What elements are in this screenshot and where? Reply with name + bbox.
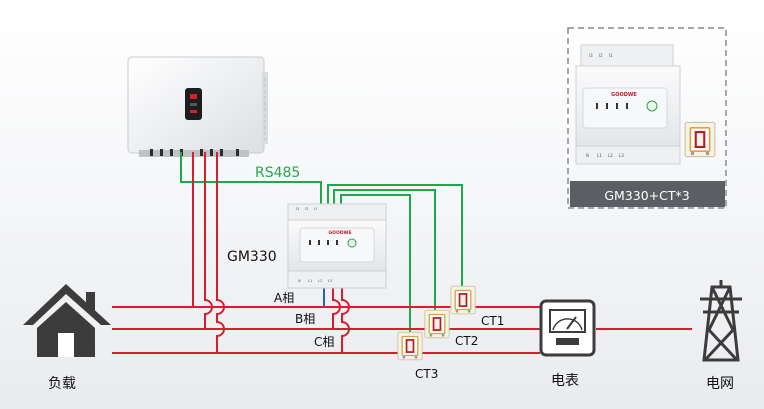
- load-label: 负载: [48, 376, 76, 392]
- inverter: [127, 56, 268, 157]
- kit-terminal-n: N: [586, 153, 589, 158]
- rs485-label: RS485: [255, 165, 300, 181]
- kit-illustration: GOODWE I3 I2 I1 N L1 L2 L3: [567, 27, 727, 209]
- grid-label: 电网: [706, 376, 734, 392]
- meter-box-label: 电表: [551, 373, 579, 389]
- ct1-label: CT1: [481, 314, 504, 328]
- phase-a-label: A相: [274, 291, 294, 305]
- meter-terminal-i1: I1: [314, 207, 317, 211]
- kit-dashed-frame: [567, 27, 727, 209]
- phase-c-label: C相: [314, 335, 334, 349]
- meter-terminal-l2: L2: [318, 279, 322, 283]
- phase-lines: [112, 152, 692, 354]
- kit-terminal-l2: L2: [608, 153, 613, 158]
- kit-terminal-i3: I3: [589, 53, 593, 58]
- meter-brand: GOODWE: [328, 230, 351, 236]
- kit-ct-clamp: [684, 121, 716, 158]
- kit-terminal-i2: I2: [599, 53, 603, 58]
- kit-meter-brand: GOODWE: [611, 92, 637, 98]
- kit-terminal-i1: I1: [609, 53, 613, 58]
- power-pylon-icon: [700, 280, 742, 362]
- rs485-bus: [180, 152, 463, 336]
- meter-terminal-l3: L3: [328, 279, 332, 283]
- ct2-clamp: [424, 309, 450, 339]
- ct3-clamp: [397, 331, 423, 361]
- ct3-label: CT3: [415, 367, 438, 381]
- meter-terminal-l1: L1: [308, 279, 312, 283]
- kit-terminal-l3: L3: [619, 153, 624, 158]
- ct2-label: CT2: [455, 334, 478, 348]
- meter-terminal-n: N: [298, 279, 301, 283]
- kit-label: GM330+CT*3: [604, 188, 689, 203]
- gm330-label: GM330: [227, 249, 277, 265]
- meter-terminal-i2: I2: [305, 207, 308, 211]
- house-icon: [23, 284, 111, 357]
- meter-terminal-i3: I3: [296, 207, 299, 211]
- kit-label-bar: [570, 181, 725, 207]
- gm330-meter: GOODWE I3 I2 I1 N L1 L2 L3: [287, 203, 387, 289]
- energy-meter-icon: [539, 299, 596, 357]
- kit-terminal-l1: L1: [597, 153, 602, 158]
- phase-b-label: B相: [295, 312, 315, 326]
- ct1-clamp: [450, 285, 476, 315]
